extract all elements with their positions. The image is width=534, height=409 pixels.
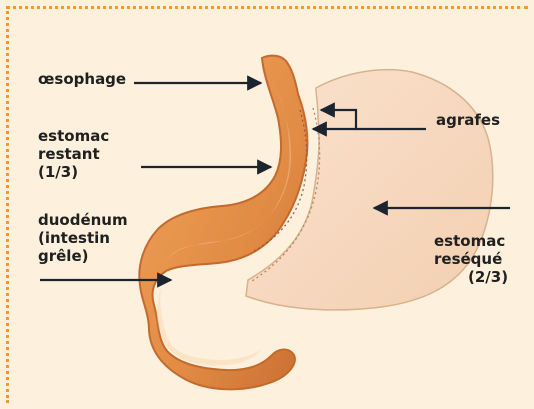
oesophagus-label: œsophage: [38, 70, 126, 88]
resected-stomach-label-line-3: (2/3): [468, 268, 508, 286]
resected-stomach-label-line-2: reséqué: [434, 250, 502, 268]
duodenum-inner: [157, 287, 262, 365]
staples-label: agrafes: [436, 111, 500, 129]
remaining-stomach-label-line-3: (1/3): [38, 163, 78, 181]
remaining-stomach-label-line-1: estomac: [38, 127, 109, 145]
duodenum-label-line-2: (intestin: [38, 229, 110, 247]
remaining-stomach-label-line-2: restant: [38, 145, 100, 163]
duodenum-label-line-3: grêle): [38, 247, 88, 265]
resected-stomach-label-line-1: estomac: [434, 232, 505, 250]
duodenum-label-line-1: duodénum: [38, 211, 128, 229]
